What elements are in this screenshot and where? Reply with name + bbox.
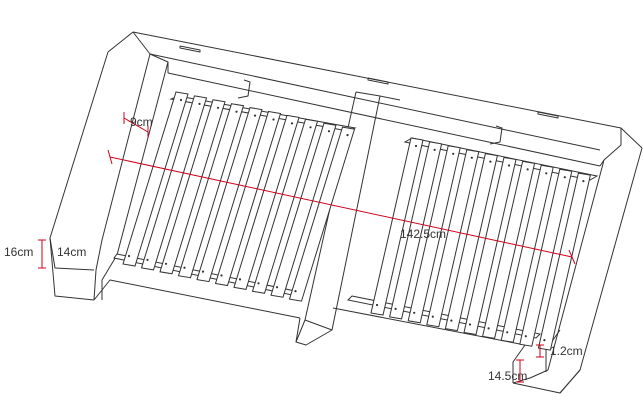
screw-dot bbox=[450, 319, 453, 322]
total-length-line bbox=[109, 156, 573, 258]
side-height-label: 16cm bbox=[4, 245, 33, 259]
screw-dot bbox=[164, 262, 168, 265]
total-length-label: 142.5cm bbox=[400, 227, 446, 241]
screw-dot bbox=[257, 282, 260, 285]
screw-dot bbox=[563, 176, 566, 179]
screw-dot bbox=[394, 307, 397, 310]
screw-dot bbox=[375, 303, 379, 307]
frame-outline bbox=[49, 31, 643, 394]
slat bbox=[537, 172, 592, 351]
slat bbox=[288, 126, 356, 302]
slat bbox=[140, 95, 208, 271]
screw-dot bbox=[524, 335, 527, 338]
slat bbox=[159, 99, 226, 275]
screw-dot bbox=[452, 152, 455, 155]
screw-dot bbox=[431, 315, 434, 318]
screw-dot bbox=[526, 168, 529, 171]
screw-dot bbox=[489, 160, 492, 163]
screw-dot bbox=[238, 278, 242, 281]
corner-height-label: 14.5cm bbox=[488, 369, 527, 383]
slat-width-line bbox=[123, 117, 149, 133]
screw-dot bbox=[220, 274, 223, 277]
slat bbox=[251, 118, 319, 294]
slat bbox=[481, 160, 536, 339]
slat bbox=[388, 141, 443, 320]
slat bbox=[426, 149, 480, 328]
screw-dot bbox=[294, 290, 297, 293]
screw-dot bbox=[183, 266, 186, 269]
screw-dot bbox=[545, 172, 548, 175]
screw-dot bbox=[468, 323, 472, 326]
slat bbox=[407, 145, 461, 324]
screw-dot bbox=[506, 331, 509, 334]
screw-dot bbox=[275, 286, 279, 289]
slat bbox=[370, 137, 424, 316]
screw-dot bbox=[272, 118, 275, 121]
slat bbox=[233, 114, 300, 290]
screw-dot bbox=[346, 134, 349, 137]
slat bbox=[270, 122, 337, 298]
right-slat-panel bbox=[370, 137, 592, 351]
screw-dot bbox=[433, 148, 436, 151]
side-inner-height-label: 14cm bbox=[57, 245, 86, 259]
slat bbox=[122, 91, 189, 267]
screw-dot bbox=[309, 126, 312, 129]
screw-dot bbox=[327, 130, 331, 133]
screw-dot bbox=[253, 114, 257, 117]
left-slat-panel bbox=[122, 91, 356, 302]
slat bbox=[214, 110, 282, 287]
screw-dot bbox=[487, 327, 490, 330]
slat bbox=[463, 156, 517, 336]
screw-dot bbox=[290, 122, 294, 125]
screw-dot bbox=[198, 102, 201, 105]
slat-width-label: 9cm bbox=[130, 115, 153, 129]
slat bbox=[500, 164, 554, 343]
screw-dot bbox=[470, 156, 473, 159]
screw-dot bbox=[582, 180, 585, 183]
screw-dot bbox=[201, 270, 205, 273]
screw-dot bbox=[127, 254, 131, 258]
screw-dot bbox=[146, 258, 149, 261]
screw-dot bbox=[507, 164, 511, 167]
screw-dot bbox=[413, 311, 416, 314]
slat-thickness-label: 1.2cm bbox=[550, 344, 583, 358]
dimension-lines bbox=[38, 112, 576, 383]
slat bbox=[177, 103, 245, 279]
screw-dot bbox=[179, 98, 183, 102]
screw-dot bbox=[235, 110, 238, 113]
slat bbox=[519, 168, 573, 347]
screw-dot bbox=[543, 339, 546, 342]
slat bbox=[444, 153, 499, 332]
screw-dot bbox=[414, 144, 418, 148]
screw-dot bbox=[216, 106, 220, 109]
slat bbox=[196, 107, 263, 283]
